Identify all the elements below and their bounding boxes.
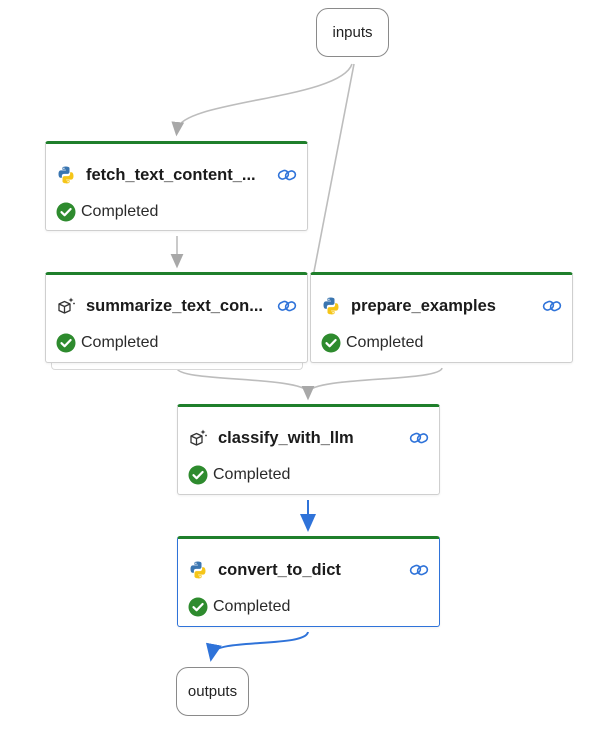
link-icon[interactable]: [409, 562, 429, 578]
node-convert-to-dict[interactable]: convert_to_dict Completed: [177, 536, 440, 627]
node-title: classify_with_llm: [218, 428, 354, 447]
llm-cube-icon: [56, 296, 76, 316]
check-circle-icon: [56, 333, 76, 353]
node-title: prepare_examples: [351, 296, 496, 315]
node-prepare-examples[interactable]: prepare_examples Completed: [310, 272, 573, 363]
node-status: Completed: [81, 203, 159, 220]
edge-convert-to-outputs: [206, 631, 309, 662]
python-icon: [321, 296, 341, 316]
node-summarize-text-content[interactable]: summarize_text_con... Completed: [45, 272, 308, 363]
node-status: Completed: [213, 598, 291, 615]
edge-prepare-to-classify: [307, 367, 443, 393]
llm-cube-icon: [188, 428, 208, 448]
outputs-label: outputs: [187, 683, 238, 700]
check-circle-icon: [56, 202, 76, 222]
node-status: Completed: [213, 466, 291, 483]
inputs-node[interactable]: inputs: [316, 8, 389, 57]
link-icon[interactable]: [409, 430, 429, 446]
link-icon[interactable]: [277, 167, 297, 183]
link-icon[interactable]: [277, 298, 297, 314]
edge-summarize-to-classify: [176, 367, 309, 393]
node-fetch-text-content[interactable]: fetch_text_content_... Completed: [45, 141, 308, 231]
check-circle-icon: [188, 465, 208, 485]
python-icon: [56, 165, 76, 185]
node-title: convert_to_dict: [218, 560, 341, 579]
edge-inputs-to-fetch: [171, 63, 353, 137]
node-title: fetch_text_content_...: [86, 165, 256, 184]
node-classify-with-llm[interactable]: classify_with_llm Completed: [177, 404, 440, 495]
check-circle-icon: [321, 333, 341, 353]
inputs-label: inputs: [332, 24, 373, 41]
node-stack-shadow: [51, 362, 303, 370]
node-title: summarize_text_con...: [86, 296, 263, 315]
edge-inputs-to-prepare: [311, 63, 355, 283]
node-status: Completed: [81, 334, 159, 351]
link-icon[interactable]: [542, 298, 562, 314]
node-status: Completed: [346, 334, 424, 351]
python-icon: [188, 560, 208, 580]
outputs-node[interactable]: outputs: [176, 667, 249, 716]
check-circle-icon: [188, 597, 208, 617]
